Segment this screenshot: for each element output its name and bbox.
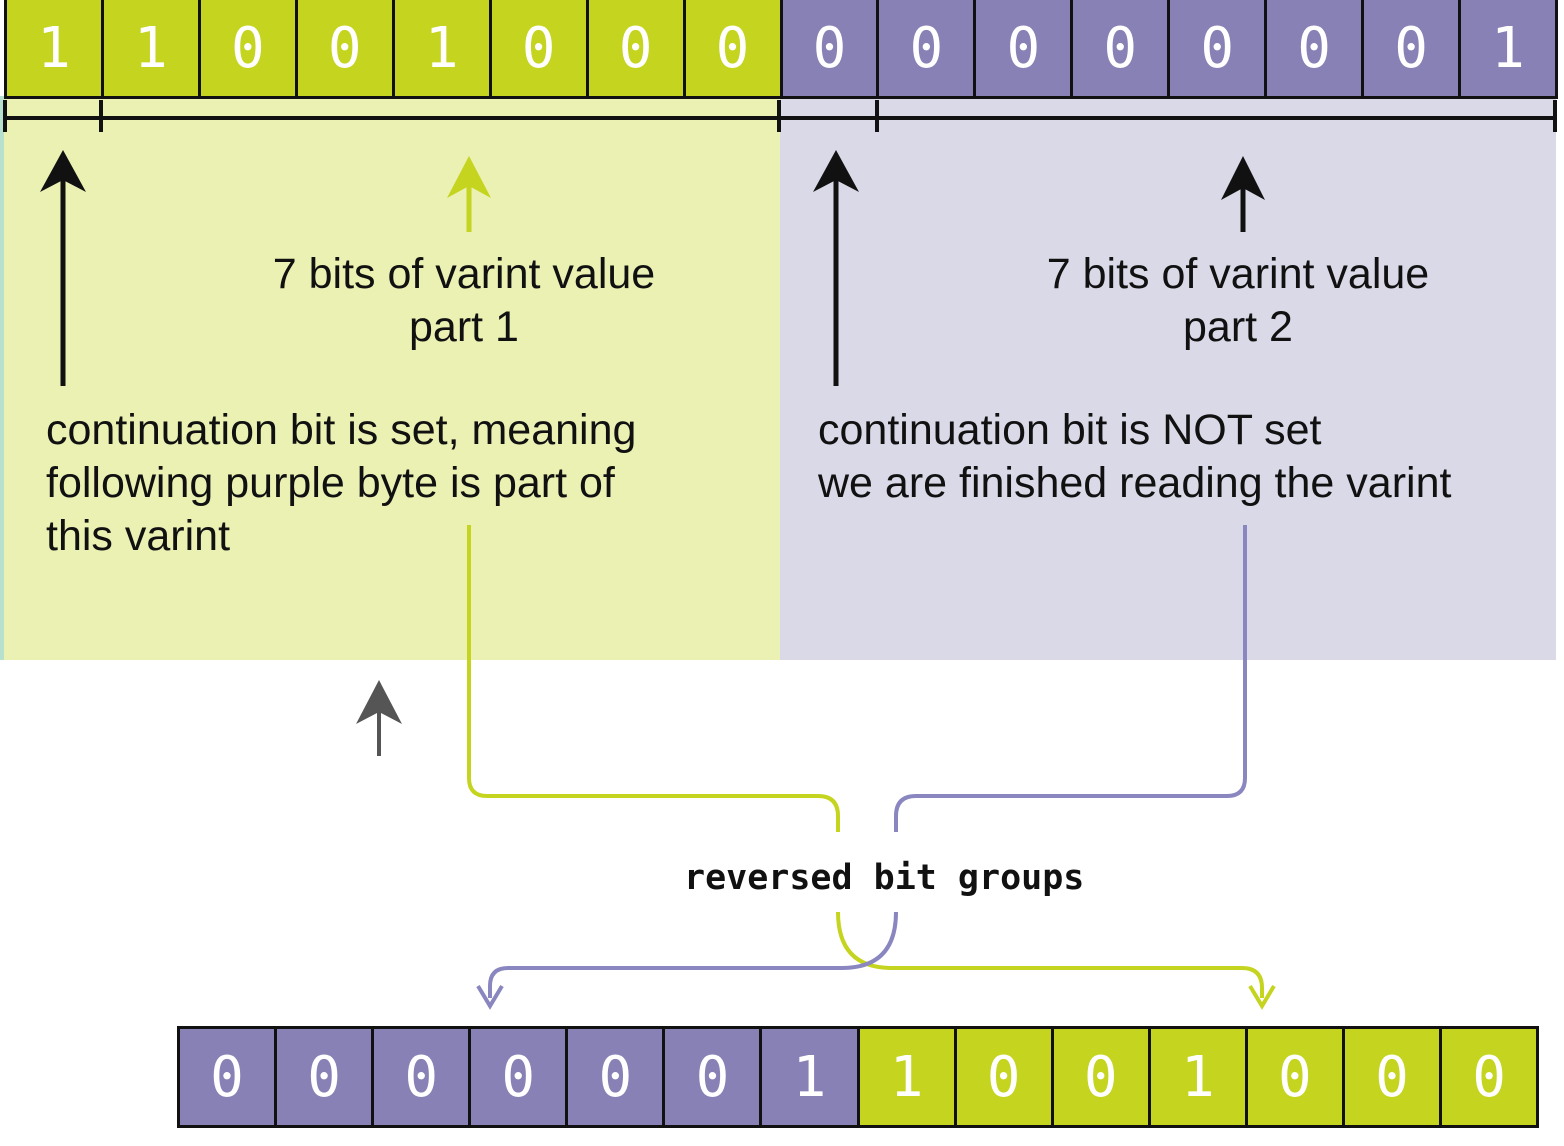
continuation-not-set-label: continuation bit is NOT set we are finis… — [818, 406, 1452, 507]
bit-cell: 1 — [7, 0, 104, 96]
bit-cell: 0 — [491, 0, 589, 96]
arrow-up-icon — [813, 150, 859, 386]
bit-cell: 1 — [394, 0, 492, 96]
bit-cell: 0 — [568, 1029, 666, 1125]
encoded-bytes-row: 1 1 0 0 1 0 0 0 0 0 0 0 0 0 0 1 — [4, 0, 1558, 99]
bit-cell: 0 — [180, 1029, 278, 1125]
byte2-panel — [780, 96, 1556, 660]
bit-cell: 0 — [1053, 1029, 1151, 1125]
green-connector — [467, 525, 1276, 1010]
bit-cell: 0 — [200, 0, 298, 96]
continuation-set-label: continuation bit is set, meaning followi… — [46, 406, 637, 560]
bit-cell: 0 — [879, 0, 977, 96]
bit-cell: 1 — [103, 0, 201, 96]
arrow-up-icon — [356, 680, 402, 756]
bit-cell: 0 — [297, 0, 395, 96]
bit-cell: 0 — [1247, 1029, 1345, 1125]
arrow-up-icon — [447, 156, 491, 232]
bit-cell: 0 — [1364, 0, 1462, 96]
bit-cell: 0 — [1170, 0, 1268, 96]
bracket-lines — [3, 100, 1557, 132]
bits-part2-label: 7 bits of varint value part 2 — [1046, 250, 1430, 351]
bit-cell: 0 — [976, 0, 1074, 96]
bit-cell: 0 — [471, 1029, 569, 1125]
bit-cell: 0 — [1344, 1029, 1443, 1125]
bit-cell: 1 — [762, 1029, 860, 1125]
bit-cell: 1 — [859, 1029, 957, 1125]
bit-cell: 0 — [1442, 1029, 1537, 1125]
bit-cell: 0 — [1073, 0, 1171, 96]
bit-cell: 0 — [685, 0, 783, 96]
arrow-up-icon — [40, 150, 86, 386]
decoded-bits-row: 0 0 0 0 0 0 1 1 0 0 1 0 0 0 — [177, 1026, 1539, 1128]
bit-cell: 0 — [588, 0, 686, 96]
bit-cell: 0 — [782, 0, 880, 96]
reversed-groups-label: reversed bit groups — [684, 858, 1085, 898]
bit-cell: 0 — [956, 1029, 1054, 1125]
purple-connector — [476, 525, 1247, 1010]
bits-part1-label: 7 bits of varint value part 1 — [272, 250, 656, 351]
bit-cell: 1 — [1461, 0, 1555, 96]
bit-cell: 0 — [374, 1029, 472, 1125]
byte1-panel — [4, 96, 780, 660]
bit-cell: 0 — [277, 1029, 375, 1125]
arrow-up-icon — [1221, 156, 1265, 232]
bit-cell: 1 — [1150, 1029, 1248, 1125]
left-edge-strip — [0, 96, 4, 660]
bit-cell: 0 — [1267, 0, 1365, 96]
bit-cell: 0 — [665, 1029, 763, 1125]
